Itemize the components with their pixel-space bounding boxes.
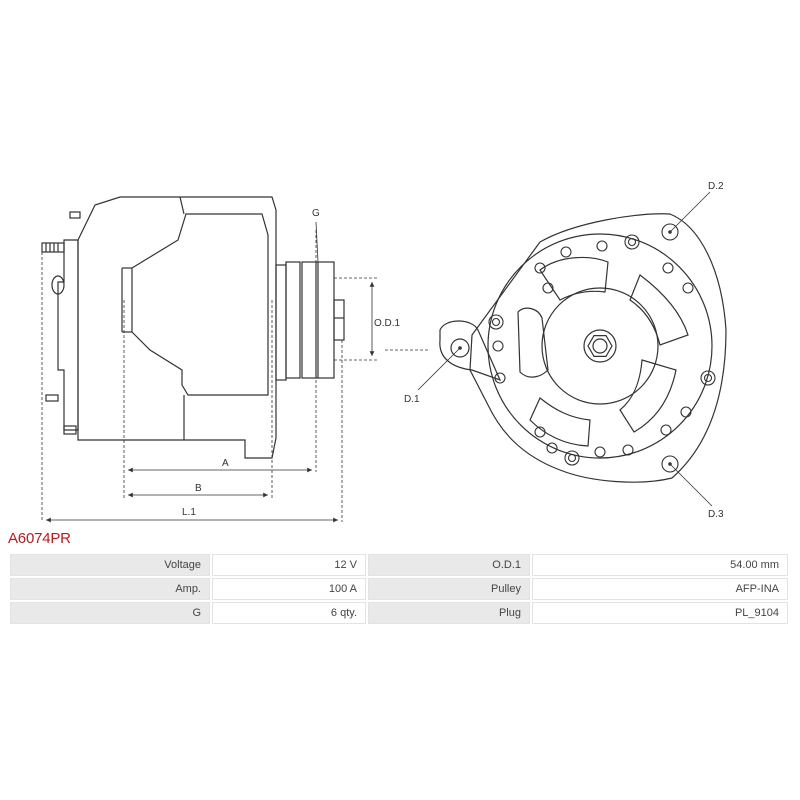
spec-value: 6 qty. (212, 602, 366, 624)
rear-end-cap (57, 239, 79, 431)
spec-value: 100 A (212, 578, 366, 600)
spec-value: PL_9104 (532, 602, 788, 624)
spec-label: Amp. (10, 578, 210, 600)
label-b: B (195, 483, 202, 494)
spec-label: Pulley (368, 578, 530, 600)
label-d1: D.1 (404, 394, 420, 405)
label-d2: D.2 (708, 181, 724, 192)
label-od1: O.D.1 (374, 318, 401, 329)
label-a: A (222, 458, 229, 469)
side-view-dimensions (41, 221, 378, 523)
rear-bolt-studs (41, 211, 81, 435)
spec-label: Voltage (10, 554, 210, 576)
table-row: Amp. 100 A Pulley AFP-INA (10, 578, 788, 600)
alternator-side-view (41, 196, 345, 459)
front-flange (275, 264, 287, 381)
spec-label: O.D.1 (368, 554, 530, 576)
spec-value: AFP-INA (532, 578, 788, 600)
alternator-front-view (439, 213, 727, 483)
body-recess (131, 213, 269, 396)
shaft-nut (333, 299, 345, 341)
central-hub (541, 287, 659, 405)
spec-value: 12 V (212, 554, 366, 576)
label-g: G (312, 208, 320, 219)
alternator-body (77, 196, 277, 459)
shaft-nut-front (587, 335, 613, 357)
alternator-technical-drawing: G O.D.1 A B L.1 (41, 181, 727, 523)
spec-table: Voltage 12 V O.D.1 54.00 mm Amp. 100 A P… (8, 552, 790, 626)
label-l1: L.1 (182, 507, 196, 518)
pulley-hub (285, 261, 301, 379)
left-mounting-ear (439, 320, 502, 382)
spec-label: Plug (368, 602, 530, 624)
table-row: Voltage 12 V O.D.1 54.00 mm (10, 554, 788, 576)
spec-value: 54.00 mm (532, 554, 788, 576)
front-housing-outline (469, 213, 727, 483)
front-view-leaders (385, 191, 713, 507)
table-row: G 6 qty. Plug PL_9104 (10, 602, 788, 624)
part-number-title: A6074PR (8, 530, 71, 547)
label-d3: D.3 (708, 509, 724, 520)
front-view-holes (488, 223, 716, 473)
spec-label: G (10, 602, 210, 624)
